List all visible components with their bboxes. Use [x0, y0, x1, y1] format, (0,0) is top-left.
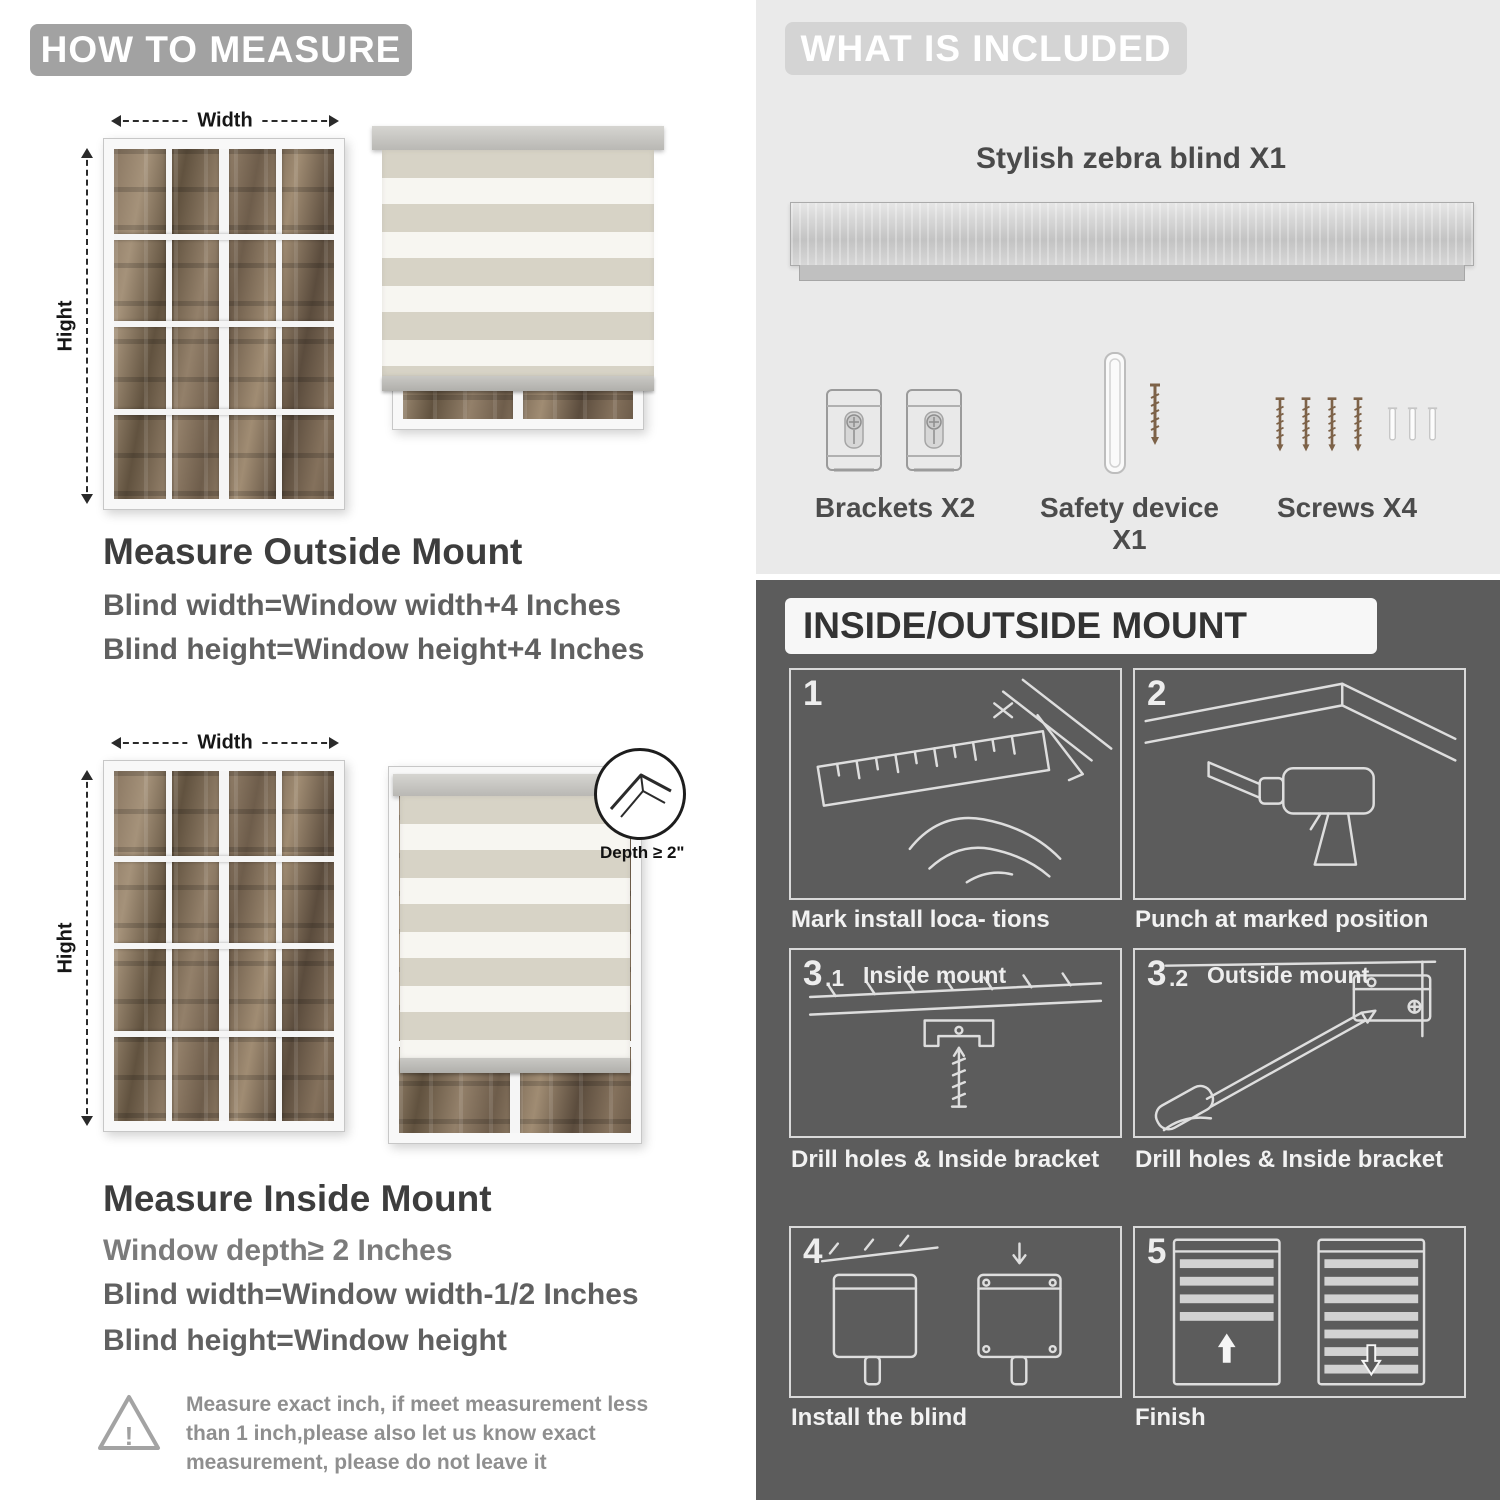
step-number: 3 [1147, 954, 1167, 993]
step-3-1-illustration [808, 972, 1103, 1108]
product-name: Stylish zebra blind X1 [975, 142, 1287, 175]
what-is-included-section [756, 0, 1500, 574]
window-glass [114, 149, 334, 499]
inside-mount-line: Window depth≥ 2 Inches [103, 1234, 453, 1267]
window-illustration [103, 760, 345, 1132]
anchor-icon [1387, 407, 1398, 441]
outside-mount-line: Blind width=Window width+4 Inches [103, 589, 622, 622]
blind-zebra-stripes [382, 150, 654, 376]
warning-triangle-icon [98, 1395, 160, 1450]
height-arrow [81, 148, 93, 504]
step-panel-1: 1 [789, 668, 1122, 900]
arrow-up-icon [1217, 1333, 1236, 1363]
safety-device-icon [1104, 352, 1126, 474]
screw-icon [1327, 397, 1337, 452]
step-4-illustration [820, 1234, 1062, 1386]
headrail-lip [799, 265, 1465, 281]
what-is-included-header: WHAT IS INCLUDED [785, 22, 1187, 75]
step-1-illustration [816, 678, 1113, 884]
step-panel-4: 4 [789, 1226, 1122, 1398]
height-label: Hight [54, 290, 78, 362]
screw-icon [1301, 397, 1311, 452]
step-caption-3-2: Drill holes & Inside bracket [1135, 1146, 1444, 1173]
step-3-2-illustration [1154, 960, 1437, 1132]
brackets-label: Brackets X2 [814, 492, 976, 523]
step-caption-3-1: Drill holes & Inside bracket [791, 1146, 1100, 1173]
warning-text: Measure exact inch, if meet measurement … [186, 1393, 649, 1474]
mount-header: INSIDE/OUTSIDE MOUNT [785, 598, 1377, 654]
bracket-icon [906, 389, 962, 472]
step-number: 4 [803, 1232, 823, 1271]
blind-bottom-rail [400, 1058, 630, 1073]
step-panel-2: 2 [1133, 668, 1466, 900]
inside-mount-line: Blind height=Window height [103, 1324, 507, 1357]
step-caption-4: Install the blind [791, 1404, 968, 1431]
step-caption-5: Finish [1135, 1404, 1206, 1431]
step-number-suffix: .2 [1169, 965, 1189, 991]
zebra-blind-inside-illustration [388, 766, 642, 1144]
step-sublabel: Outside mount [1207, 962, 1370, 988]
warning-exclamation: ! [124, 1421, 134, 1451]
step-caption-2: Punch at marked position [1135, 906, 1429, 933]
depth-label: Depth ≥ 2" [600, 843, 685, 862]
inside-mount-line: Blind width=Window width-1/2 Inches [103, 1278, 639, 1311]
headrail-illustration [790, 202, 1474, 281]
step-number: 2 [1147, 674, 1167, 713]
window-corner-icon [609, 773, 672, 818]
outside-mount-title: Measure Outside Mount [103, 531, 523, 572]
safety-device-label: Safety device X1 [1040, 492, 1219, 555]
anchor-icon [1407, 407, 1418, 441]
step-panel-3-2: 3 .2 Outside mount [1133, 948, 1466, 1138]
window-glass [114, 771, 334, 1121]
height-label: Hight [54, 912, 78, 984]
blind-headrail [372, 126, 664, 150]
step-caption-1: Mark install loca- tions [791, 906, 1050, 933]
step-5-illustration [1172, 1238, 1426, 1386]
blind-headrail [393, 774, 637, 796]
inside-mount-title: Measure Inside Mount [103, 1178, 492, 1219]
zebra-blind-illustration [372, 126, 664, 436]
warning-icon: ! [96, 1392, 162, 1454]
width-label: Width [187, 109, 263, 133]
step-sublabel: Inside mount [863, 962, 1007, 988]
outside-mount-line: Blind height=Window height+4 Inches [103, 633, 645, 666]
window-illustration [103, 138, 345, 510]
blind-bottom-rail [382, 376, 654, 391]
step-panel-5: 5 [1133, 1226, 1466, 1398]
step-number: 3 [803, 954, 823, 993]
how-to-measure-header: HOW TO MEASURE [30, 24, 412, 76]
step-panel-3-1: 3 .1 Inside mount [789, 948, 1122, 1138]
height-arrow [81, 770, 93, 1126]
arrow-down-icon [1360, 1344, 1382, 1377]
step-2-illustration [1144, 682, 1457, 866]
blind-zebra-stripes [400, 796, 630, 1058]
anchor-icon [1427, 407, 1438, 441]
width-label: Width [187, 731, 263, 755]
screw-icon [1275, 397, 1285, 452]
screws-label: Screws X4 [1276, 492, 1418, 523]
step-number: 1 [803, 674, 823, 713]
screw-icon [1353, 397, 1363, 452]
step-number-suffix: .1 [825, 965, 845, 991]
screw-icon [1150, 383, 1160, 445]
depth-callout-circle [594, 748, 686, 840]
step-number: 5 [1147, 1232, 1167, 1271]
bracket-icon [826, 389, 882, 472]
